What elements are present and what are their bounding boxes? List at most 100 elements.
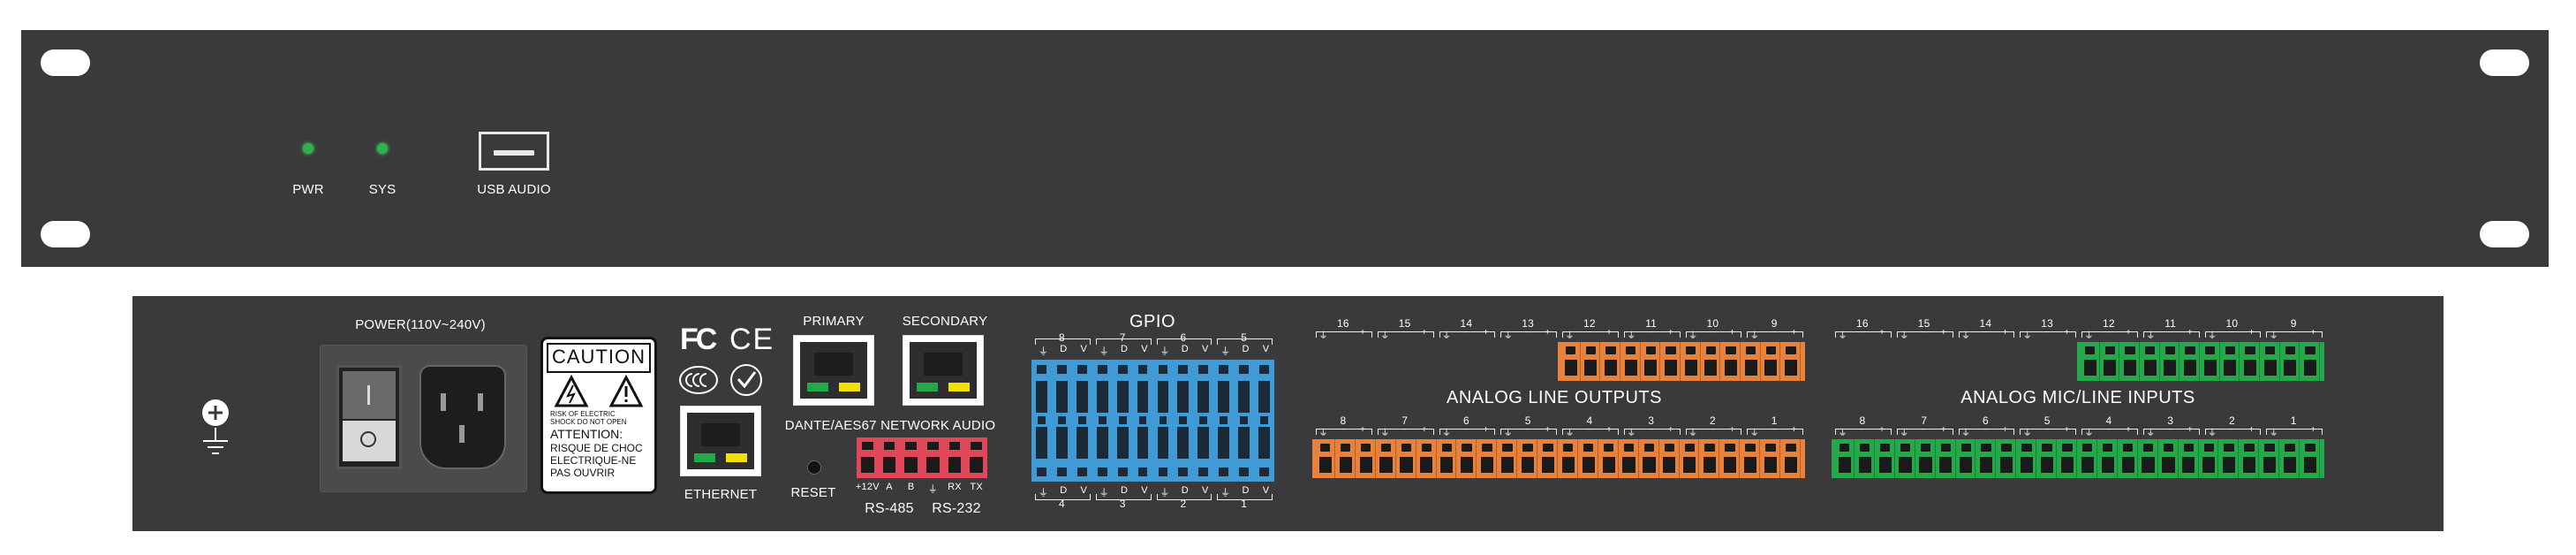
terminal-divider: [2098, 342, 2100, 381]
channel-bracket: [2142, 331, 2200, 338]
terminal-pin-socket: [1624, 360, 1637, 376]
terminal-pin-socket: [2060, 457, 2074, 473]
channel-number: 15: [1917, 317, 1930, 330]
channel-bracket: [1316, 429, 1372, 435]
terminal-pin-socket: [1960, 457, 1973, 473]
terminal-screw: [1786, 444, 1796, 452]
terminal-screw: [1482, 444, 1492, 452]
serial-pin-label: RX: [948, 482, 962, 492]
terminal-housing: [1312, 439, 1805, 478]
dante-secondary-port[interactable]: [903, 335, 984, 406]
caution-fr-line1: RISQUE DE CHOC: [550, 442, 643, 454]
terminal-pin-socket: [1878, 457, 1892, 473]
secondary-label: SECONDARY: [902, 314, 988, 329]
terminal-pin-socket: [2104, 360, 2117, 376]
pin-symbol: ⏚: [2207, 331, 2217, 341]
terminal-pin-socket: [970, 457, 983, 473]
reset-button[interactable]: [807, 460, 821, 475]
channel-bracket: [2204, 331, 2262, 338]
pin-symbol: −: [1859, 425, 1865, 435]
gpio-pin-socket: [1096, 381, 1108, 413]
pin-symbol: ⏚: [1565, 331, 1575, 341]
terminal-screw: [2285, 346, 2295, 354]
terminal-pin-socket: [1703, 457, 1717, 473]
gpio-pin-symbol: V: [1141, 344, 1148, 354]
channel-number: 13: [1522, 317, 1534, 330]
pin-symbol: ⏚: [1838, 331, 1847, 341]
serial-pin-label: ⏚: [927, 484, 938, 495]
terminal-divider: [1374, 439, 1376, 478]
channel-bracket: [1439, 331, 1496, 338]
ethernet-port[interactable]: [680, 406, 761, 476]
gpio-screw: [1239, 468, 1250, 476]
terminal-screw: [2305, 346, 2315, 354]
dante-primary-port[interactable]: [793, 335, 874, 406]
terminal-screw: [1441, 444, 1452, 452]
power-label: POWER(110V~240V): [355, 317, 486, 332]
gpio-terminal-block[interactable]: [1031, 360, 1274, 482]
channel-number: 16: [1856, 317, 1869, 330]
pin-symbol: ⏚: [1838, 429, 1847, 438]
terminal-screw: [1565, 346, 1576, 354]
terminal-pin-socket: [1564, 360, 1577, 376]
pin-symbol: −: [1710, 328, 1716, 338]
terminal-screw: [1401, 444, 1412, 452]
terminal-pin-socket: [2203, 360, 2217, 376]
gpio-screw: [1097, 468, 1107, 476]
gpio-screw: [1037, 468, 1046, 476]
channel-bracket: [1623, 331, 1681, 338]
terminal-screw: [927, 442, 939, 450]
gpio-pin-symbol: ⏚: [1160, 488, 1170, 498]
gpio-pin-symbol: D: [1242, 485, 1250, 496]
gpio-pin-symbol: ⏚: [1038, 346, 1049, 357]
analog-in-top-terminal[interactable]: [2077, 342, 2324, 381]
gpio-pin-socket: [1116, 427, 1129, 459]
terminal-pin-socket: [2303, 360, 2316, 376]
channel-bracket: [2020, 331, 2076, 338]
pin-symbol: ⏚: [1749, 429, 1759, 438]
terminal-pin-socket: [2081, 457, 2094, 473]
analog-in-bottom-terminal[interactable]: [1832, 439, 2324, 478]
terminal-divider: [2258, 439, 2260, 478]
rohs-mark-icon: [730, 364, 762, 396]
analog-out-bottom-terminal[interactable]: [1312, 439, 1805, 478]
terminal-pin-socket: [2283, 457, 2297, 473]
terminal-screw: [1981, 444, 1991, 452]
analog-mic-line-inputs-title: ANALOG MIC/LINE INPUTS: [1960, 388, 2195, 407]
rack-ear-hole: [2480, 49, 2529, 76]
gpio-pin-socket: [1096, 427, 1108, 459]
pin-symbol: ⏚: [1441, 429, 1452, 438]
iec-power-inlet[interactable]: [419, 365, 506, 469]
pin-symbol: +: [1667, 425, 1673, 435]
gpio-pin-symbol: ⏚: [1160, 346, 1170, 357]
gpio-latch: [1138, 416, 1147, 424]
power-switch[interactable]: [336, 365, 402, 469]
pin-symbol: ⏚: [2022, 429, 2032, 438]
gpio-latch: [1057, 416, 1066, 424]
terminal-divider: [1476, 439, 1477, 478]
channel-number: 4: [2105, 414, 2112, 427]
channel-bracket: [1685, 331, 1742, 338]
terminal-screw: [2245, 346, 2255, 354]
terminal-pin-socket: [2162, 457, 2175, 473]
terminal-screw: [1839, 444, 1850, 452]
gpio-screw: [1158, 468, 1168, 476]
pin-symbol: ⏚: [1749, 331, 1759, 341]
terminal-screw: [2042, 444, 2052, 452]
channel-number: 5: [2043, 414, 2051, 427]
terminal-divider: [1759, 439, 1761, 478]
analog-out-top-terminal[interactable]: [1558, 342, 1805, 381]
usb-audio-port[interactable]: [479, 132, 549, 171]
channel-bracket: [1316, 331, 1372, 338]
terminal-pin-socket: [2123, 360, 2136, 376]
shock-warning-icon: [554, 375, 589, 407]
gpio-screw: [1037, 365, 1046, 374]
terminal-divider: [1779, 342, 1781, 381]
gpio-channel-number: 3: [1119, 498, 1126, 510]
pin-symbol: +: [2187, 425, 2193, 435]
gpio-bracket: [1095, 338, 1152, 345]
terminal-screw: [1543, 444, 1553, 452]
gpio-pin-symbol: ⏚: [1220, 488, 1231, 498]
pin-symbol: ⏚: [1900, 429, 1909, 438]
serial-terminal-block[interactable]: [857, 437, 987, 478]
